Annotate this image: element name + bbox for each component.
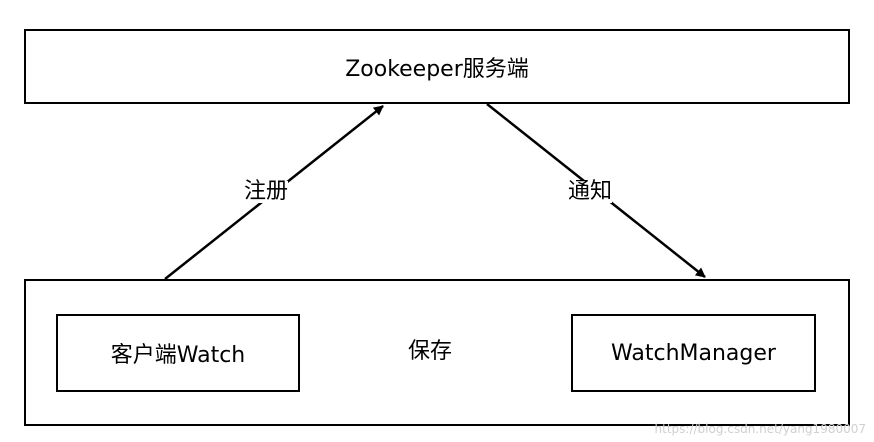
client-watch-label: 客户端Watch	[110, 343, 246, 368]
zookeeper-server-label: Zookeeper服务端	[345, 56, 529, 82]
source-watermark: https://blog.csdn.net/yang1980007	[654, 422, 866, 436]
zookeeper-server-box: Zookeeper服务端	[24, 29, 850, 104]
notify-edge-label: 通知	[568, 179, 613, 204]
watch-manager-label: WatchManager	[611, 340, 776, 366]
watch-manager-box: WatchManager	[571, 314, 816, 392]
register-edge-label: 注册	[244, 179, 289, 204]
save-edge-label: 保存	[406, 339, 455, 364]
client-watch-box: 客户端Watch	[56, 314, 300, 392]
